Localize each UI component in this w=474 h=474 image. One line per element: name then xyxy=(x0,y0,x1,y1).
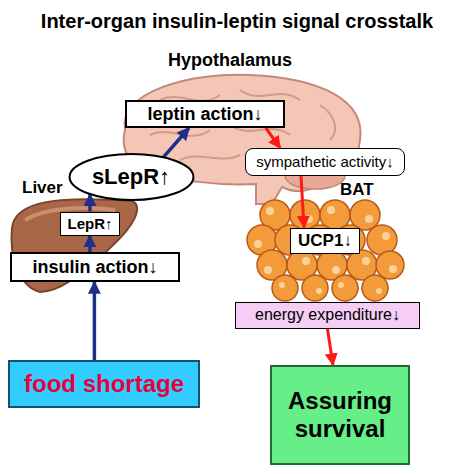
diagram-title: Inter-organ insulin-leptin signal crosst… xyxy=(0,10,474,33)
tissue-label: BAT xyxy=(340,180,374,200)
process-box: energy expenditure↓ xyxy=(235,302,420,329)
signal-arrow xyxy=(328,329,334,365)
node-text: sLepR↑ xyxy=(92,164,170,189)
node-text: LepR↑ xyxy=(68,215,113,232)
signal-arrow xyxy=(266,128,280,148)
trigger-box: food shortage xyxy=(8,360,200,408)
lipid-droplets xyxy=(254,206,397,294)
node-text: energy expenditure↓ xyxy=(255,306,400,324)
node-text: food shortage xyxy=(24,370,184,398)
ellipse-shape xyxy=(69,154,193,200)
bat-cells-illustration xyxy=(247,200,404,301)
process-box: sympathetic activity↓ xyxy=(245,148,405,176)
signal-arrow xyxy=(163,128,189,157)
node-text: insulin action↓ xyxy=(32,257,157,278)
receptor-box: LepR↑ xyxy=(60,212,120,236)
node-text: sympathetic activity↓ xyxy=(256,153,394,170)
organ-label: Liver xyxy=(22,178,63,198)
organ-label: Hypothalamus xyxy=(168,50,292,71)
node-text: UCP1↓ xyxy=(298,231,352,251)
protein-ellipse: sLepR↑ xyxy=(67,152,196,202)
signal-arrow xyxy=(93,282,97,360)
outcome-box: Assuring survival xyxy=(270,365,410,465)
signal-arrow xyxy=(88,194,92,211)
signal-arrow xyxy=(301,176,304,228)
node-text: leptin action↓ xyxy=(147,104,262,125)
node-text: Assuring survival xyxy=(280,387,400,442)
process-box: insulin action↓ xyxy=(10,252,180,282)
protein-box: UCP1↓ xyxy=(290,228,360,254)
process-box: leptin action↓ xyxy=(125,100,285,128)
signal-arrow xyxy=(88,236,92,253)
